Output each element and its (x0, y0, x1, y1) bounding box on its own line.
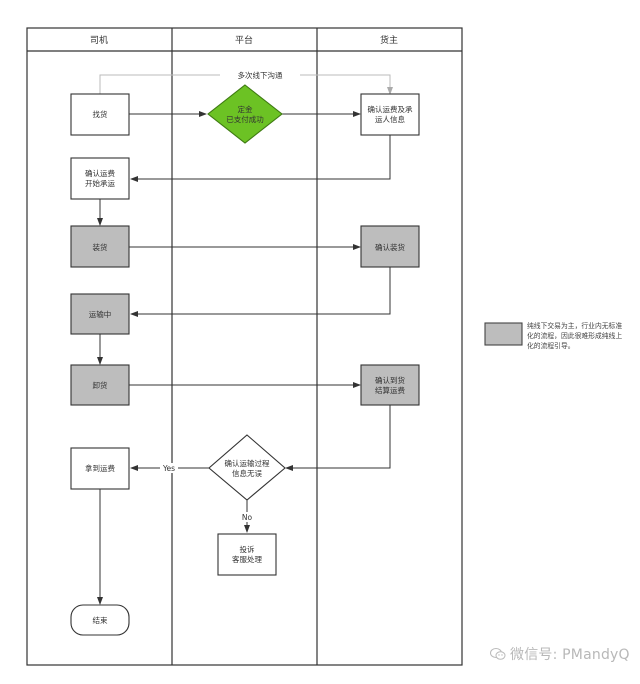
edge-label-yes: Yes (162, 464, 175, 473)
lanes-border (26, 27, 463, 666)
svg-text:装货: 装货 (93, 242, 108, 252)
edge-confirm-info-to-start (130, 134, 391, 182)
svg-text:确认装货: 确认装货 (375, 242, 405, 252)
edges: 多次线下沟通 Yes No (97, 70, 393, 605)
node-confirm-loading[interactable]: 确认装货 (360, 225, 420, 268)
svg-text:结束: 结束 (93, 615, 108, 625)
wechat-icon (490, 648, 506, 660)
node-unloading[interactable]: 卸货 (70, 364, 130, 406)
watermark: 微信号: PMandyQ (490, 644, 630, 664)
node-confirm-fee-start[interactable]: 确认运费 开始承运 (70, 157, 130, 200)
svg-text:投诉: 投诉 (240, 544, 255, 554)
svg-text:拿到运费: 拿到运费 (85, 463, 115, 473)
edge-confirm-loading-to-transit (130, 267, 391, 317)
edge-label-no: No (242, 513, 253, 522)
lane-header-shipper: 货主 (380, 34, 398, 46)
svg-text:找货: 找货 (93, 109, 108, 119)
svg-text:定金: 定金 (238, 104, 253, 114)
node-complaint[interactable]: 投诉 客服处理 (217, 533, 277, 576)
svg-text:确认运费: 确认运费 (85, 168, 115, 178)
node-end[interactable]: 结束 (70, 604, 130, 636)
no-label-bg (239, 512, 255, 522)
node-get-fee[interactable]: 拿到运费 (70, 447, 130, 490)
nodes: 找货 定金 已支付成功 确认运费及承 运人信息 确认运费 开始承运 装货 确认装… (70, 84, 420, 636)
svg-text:运人信息: 运人信息 (375, 114, 405, 124)
edge-confirm-arrival-to-check (285, 405, 391, 471)
edge-label-offline-communication: 多次线下沟通 (238, 70, 283, 80)
node-find-goods[interactable]: 找货 (70, 93, 130, 136)
node-check-transport[interactable]: 确认运输过程 信息无误 (208, 434, 286, 501)
svg-text:已支付成功: 已支付成功 (226, 114, 264, 124)
svg-text:确认到货: 确认到货 (375, 375, 405, 385)
lane-header-platform: 平台 (235, 34, 253, 46)
legend-swatch-offline (484, 322, 523, 346)
node-loading[interactable]: 装货 (70, 225, 130, 268)
yes-label-bg (160, 463, 178, 473)
svg-text:运输中: 运输中 (89, 309, 112, 319)
watermark-text: 微信号: PMandyQ (510, 647, 630, 663)
svg-text:确认运输过程: 确认运输过程 (225, 458, 270, 468)
lane-header-driver: 司机 (90, 34, 108, 46)
svg-text:信息无误: 信息无误 (232, 468, 262, 478)
node-in-transit[interactable]: 运输中 (70, 293, 130, 335)
offline-label-bg (220, 70, 300, 80)
svg-text:结算运费: 结算运费 (375, 385, 405, 395)
node-deposit-paid[interactable]: 定金 已支付成功 (207, 84, 283, 144)
node-confirm-fee-info[interactable]: 确认运费及承 运人信息 (360, 93, 420, 136)
svg-text:确认运费及承: 确认运费及承 (368, 104, 413, 114)
node-confirm-arrival[interactable]: 确认到货 结算运费 (360, 364, 420, 406)
swimlane-frame: 司机 平台 货主 (26, 27, 463, 666)
svg-text:客服处理: 客服处理 (232, 554, 262, 564)
svg-text:开始承运: 开始承运 (85, 178, 115, 188)
legend-text: 纯线下交易为主，行业内无标准化的流程，因此很难形成纯线上化的流程引导。 (527, 322, 623, 350)
svg-text:卸货: 卸货 (93, 380, 108, 390)
